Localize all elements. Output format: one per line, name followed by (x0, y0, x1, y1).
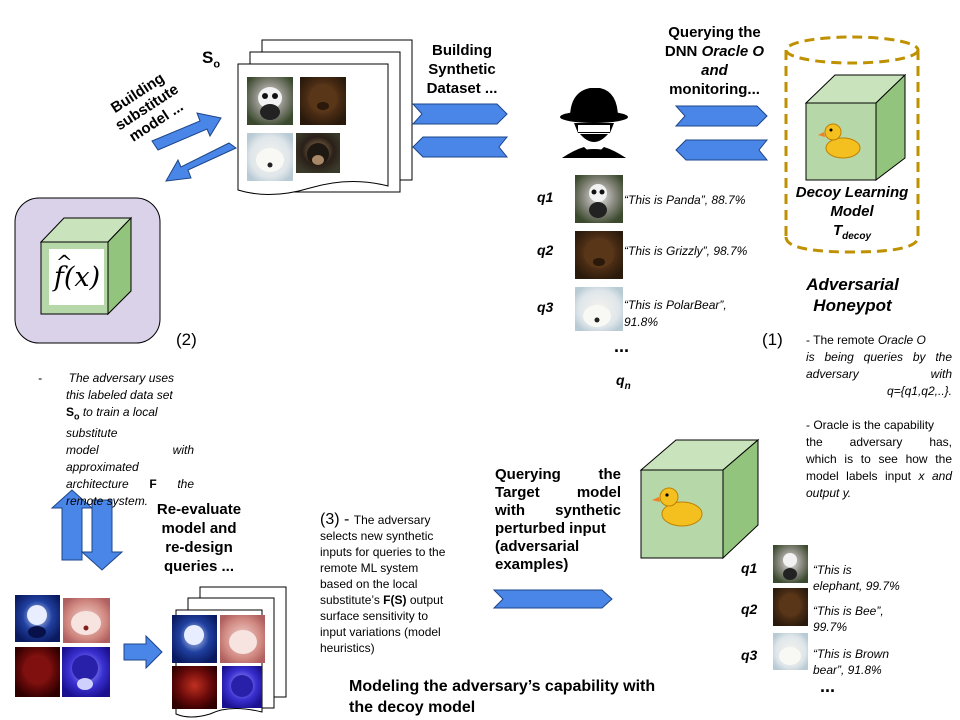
more-bottom-dots: ... (820, 676, 836, 696)
query-q1-result: “This is Panda”, 88.7% (624, 193, 746, 207)
arrow-down (80, 499, 124, 571)
bottom-q2-label: q2 (741, 601, 758, 617)
querying-oracle-label: Querying the DNN Oracle O and monitoring… (664, 24, 765, 98)
decoy-model-label: Decoy Learning Model Tdecoy (795, 184, 909, 242)
decoy-cube (804, 73, 907, 182)
arrow-left-1 (412, 136, 509, 158)
building-synthetic-label: Building Synthetic Dataset ... (426, 42, 498, 97)
query-qn-label: qn (616, 372, 631, 392)
query-q3-result: “This is PolarBear”, 91.8% (624, 298, 727, 329)
arrow-to-target (492, 589, 613, 609)
query-q2-result: “This is Grizzly”, 98.7% (624, 244, 748, 258)
arrow-to-dataset (151, 112, 222, 151)
synthetic-input-description: (3) - The adversary selects new syntheti… (320, 511, 446, 656)
adversary-icon (560, 88, 628, 158)
step-2-label: (2) (176, 330, 197, 349)
diagram-title: Modeling the adversary’s capability with… (349, 678, 656, 716)
bottom-q2-result: “This is Bee”, 99.7% (813, 604, 884, 634)
oracle-description: - The remote Oracle O is being queries b… (806, 333, 952, 500)
bottom-q3-label: q3 (741, 647, 758, 663)
duck-icon-mid (652, 487, 703, 527)
bottom-q3-result: “This is Brown bear”, 91.8% (813, 647, 890, 677)
honeypot-label: Adversarial Honeypot (806, 275, 899, 315)
substitute-function-label: ^f(x) (53, 250, 101, 293)
honeypot-cylinder (784, 35, 920, 254)
query-q2-label: q2 (537, 242, 554, 258)
substitute-cube (39, 216, 133, 316)
query-q1-label: q1 (537, 189, 554, 205)
reevaluate-label: Re-evaluate model and re-design queries … (156, 501, 242, 575)
querying-target-label: Querying the Target model with synthetic… (495, 466, 621, 573)
arrow-right-1 (411, 103, 508, 125)
s-o-label: So (202, 48, 221, 71)
step-1-label: (1) (762, 330, 783, 349)
arrow-to-new-set (123, 634, 163, 670)
duck-icon-top (818, 123, 861, 159)
arrow-left-2 (675, 139, 769, 161)
substitute-description: - The adversary uses this labeled data s… (38, 371, 195, 509)
new-set-red-image (172, 666, 217, 709)
query-q3-label: q3 (537, 299, 554, 315)
arrow-from-dataset (165, 142, 237, 182)
bottom-q1-result: “This is elephant, 99.7% (813, 563, 900, 593)
more-queries-dots: ... (614, 336, 630, 356)
arrow-right-2 (674, 105, 768, 127)
bottom-q1-label: q1 (741, 560, 758, 576)
arrow-up (50, 489, 94, 561)
